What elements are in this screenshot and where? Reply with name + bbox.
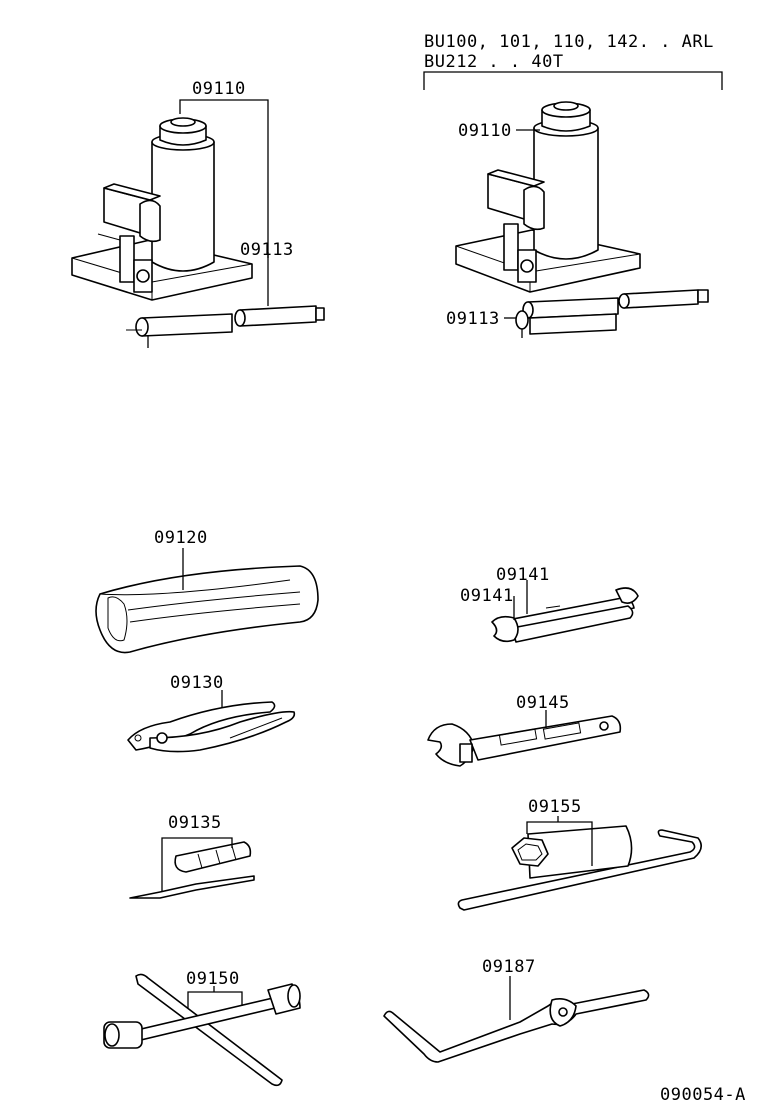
part-label-09155: 09155 — [528, 797, 582, 817]
jack-handle-right — [515, 289, 709, 338]
leader-09150 — [187, 986, 243, 1008]
leader-09155 — [526, 816, 593, 866]
part-label-09145: 09145 — [516, 693, 570, 713]
jack-handle-bar — [383, 989, 650, 1063]
leader-09135 — [161, 837, 233, 892]
bottle-jack-right — [455, 101, 641, 293]
tool-bag — [95, 565, 319, 654]
socket-and-bar — [457, 825, 702, 911]
leader-09141 — [513, 580, 528, 620]
header-line-2: BU212 . . 40T — [424, 52, 564, 72]
part-label-09141-left: 09141 — [460, 586, 514, 606]
lug-wrench — [103, 973, 301, 1087]
leader-lines-right — [504, 129, 540, 319]
pliers — [127, 701, 296, 753]
adjustable-wrench — [427, 715, 622, 767]
part-label-09141-top: 09141 — [496, 565, 550, 585]
open-end-wrenches — [491, 587, 639, 643]
header-line-1: BU100, 101, 110, 142. . ARL — [424, 32, 714, 52]
part-label-09110-left: 09110 — [192, 79, 246, 99]
part-label-09187: 09187 — [482, 957, 536, 977]
part-label-09130: 09130 — [170, 673, 224, 693]
part-label-09135: 09135 — [168, 813, 222, 833]
part-label-09150: 09150 — [186, 969, 240, 989]
leader-lines-left — [179, 99, 269, 306]
part-label-09120: 09120 — [154, 528, 208, 548]
bottle-jack-left — [71, 117, 253, 301]
screwdriver — [129, 841, 255, 899]
header-bracket — [423, 71, 723, 90]
part-label-09113-right: 09113 — [446, 309, 500, 329]
part-label-09113-left: 09113 — [240, 240, 294, 260]
diagram-id: 090054-A — [660, 1085, 746, 1105]
part-label-09110-right: 09110 — [458, 121, 512, 141]
jack-handle-left — [126, 305, 325, 348]
